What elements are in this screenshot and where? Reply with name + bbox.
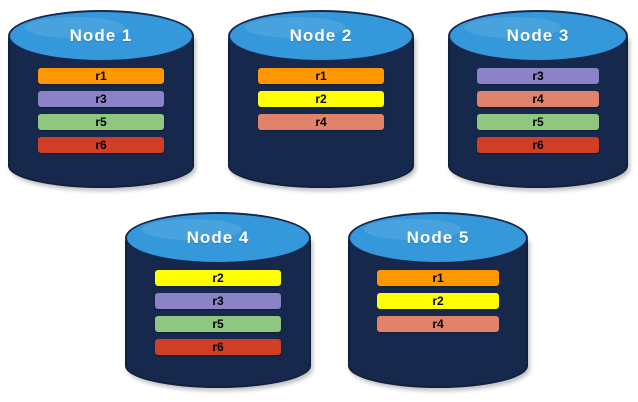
- replica-bar[interactable]: r5: [37, 114, 165, 130]
- replica-bar[interactable]: r6: [154, 339, 282, 355]
- replica-bar[interactable]: r2: [376, 293, 500, 309]
- replica-bar[interactable]: r4: [376, 316, 500, 332]
- replica-list: r3 r4 r5 r6: [448, 68, 628, 153]
- replica-bar[interactable]: r3: [154, 293, 282, 309]
- database-node-4[interactable]: Node 4 r2 r3 r5 r6: [125, 212, 311, 388]
- replica-bar[interactable]: r6: [37, 137, 165, 153]
- replica-list: r2 r3 r5 r6: [125, 270, 311, 355]
- replica-bar[interactable]: r4: [257, 114, 385, 130]
- replica-list: r1 r3 r5 r6: [8, 68, 194, 153]
- replica-bar[interactable]: r2: [154, 270, 282, 286]
- replica-bar[interactable]: r1: [37, 68, 165, 84]
- replica-bar[interactable]: r3: [37, 91, 165, 107]
- database-node-1[interactable]: Node 1 r1 r3 r5 r6: [8, 10, 194, 188]
- replica-bar[interactable]: r6: [476, 137, 600, 153]
- node-label: Node 3: [506, 26, 570, 45]
- database-node-2[interactable]: Node 2 r1 r2 r4: [228, 10, 414, 188]
- node-label: Node 4: [186, 228, 250, 247]
- replica-bar[interactable]: r5: [154, 316, 282, 332]
- node-label: Node 5: [406, 228, 470, 247]
- replica-bar[interactable]: r2: [257, 91, 385, 107]
- replica-bar[interactable]: r1: [376, 270, 500, 286]
- replica-list: r1 r2 r4: [228, 68, 414, 130]
- node-label: Node 2: [289, 26, 353, 45]
- replica-list: r1 r2 r4: [348, 270, 528, 332]
- database-node-3[interactable]: Node 3 r3 r4 r5 r6: [448, 10, 628, 188]
- replica-bar[interactable]: r4: [476, 91, 600, 107]
- database-node-5[interactable]: Node 5 r1 r2 r4: [348, 212, 528, 388]
- replica-bar[interactable]: r3: [476, 68, 600, 84]
- replica-bar[interactable]: r1: [257, 68, 385, 84]
- replica-bar[interactable]: r5: [476, 114, 600, 130]
- node-label: Node 1: [69, 26, 133, 45]
